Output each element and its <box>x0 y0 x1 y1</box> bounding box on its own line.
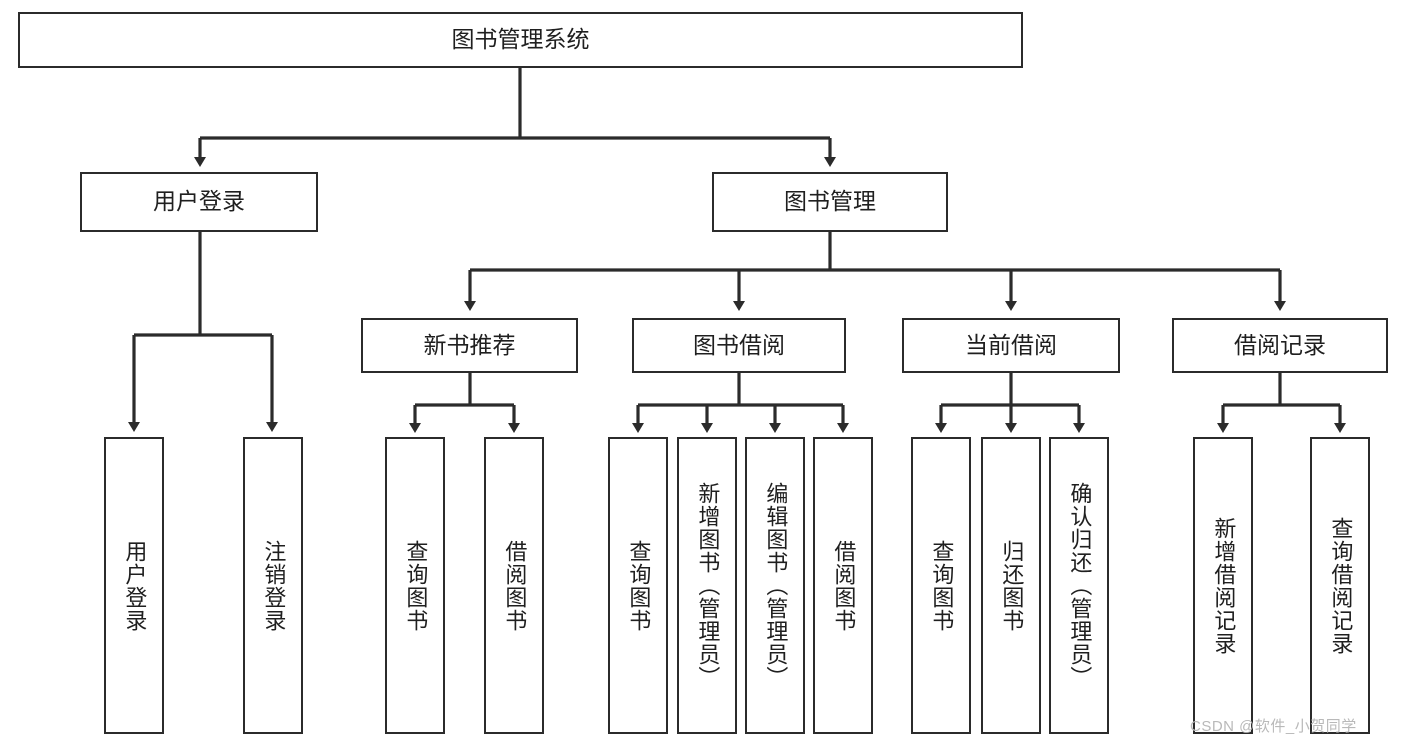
csdn-watermark: CSDN @软件_小贺同学 <box>1190 718 1357 735</box>
node-leaf-edit-book-label: 编辑图书（管理员） <box>763 482 789 689</box>
node-leaf-query-book-3[interactable]: 查询图书 <box>911 437 971 734</box>
node-root-label: 图书管理系统 <box>451 26 590 53</box>
node-leaf-user-logout-label: 注销登录 <box>261 539 287 632</box>
node-leaf-query-book-2-label: 查询图书 <box>626 539 652 632</box>
node-borrow-record[interactable]: 借阅记录 <box>1172 318 1388 373</box>
node-borrow-record-label: 借阅记录 <box>1234 331 1326 358</box>
node-current-borrow-label: 当前借阅 <box>965 331 1057 358</box>
node-leaf-user-login[interactable]: 用户登录 <box>104 437 164 734</box>
node-leaf-confirm-return-label: 确认归还（管理员） <box>1067 482 1093 689</box>
node-leaf-edit-book[interactable]: 编辑图书（管理员） <box>745 437 805 734</box>
node-leaf-borrow-book-2[interactable]: 借阅图书 <box>813 437 873 734</box>
node-leaf-query-book-1-label: 查询图书 <box>403 539 429 632</box>
node-current-borrow[interactable]: 当前借阅 <box>902 318 1120 373</box>
node-leaf-add-record[interactable]: 新增借阅记录 <box>1193 437 1253 734</box>
node-leaf-borrow-book-2-label: 借阅图书 <box>831 539 857 632</box>
node-book-borrow-label: 图书借阅 <box>693 331 785 358</box>
node-book-manage-label: 图书管理 <box>784 188 876 215</box>
node-user-login[interactable]: 用户登录 <box>80 172 318 232</box>
node-leaf-query-book-2[interactable]: 查询图书 <box>608 437 668 734</box>
node-leaf-borrow-book-1[interactable]: 借阅图书 <box>484 437 544 734</box>
node-leaf-user-logout[interactable]: 注销登录 <box>243 437 303 734</box>
node-leaf-query-book-3-label: 查询图书 <box>929 539 955 632</box>
node-leaf-query-book-1[interactable]: 查询图书 <box>385 437 445 734</box>
node-leaf-query-record[interactable]: 查询借阅记录 <box>1310 437 1370 734</box>
node-leaf-query-record-label: 查询借阅记录 <box>1328 516 1354 655</box>
node-leaf-confirm-return[interactable]: 确认归还（管理员） <box>1049 437 1109 734</box>
node-book-manage[interactable]: 图书管理 <box>712 172 948 232</box>
node-new-book-recommend-label: 新书推荐 <box>423 331 516 358</box>
node-leaf-user-login-label: 用户登录 <box>122 539 148 632</box>
node-leaf-add-record-label: 新增借阅记录 <box>1211 516 1237 655</box>
node-leaf-add-book[interactable]: 新增图书（管理员） <box>677 437 737 734</box>
node-leaf-borrow-book-1-label: 借阅图书 <box>502 539 528 632</box>
node-user-login-label: 用户登录 <box>153 188 245 215</box>
node-leaf-return-book-label: 归还图书 <box>999 539 1025 632</box>
node-new-book-recommend[interactable]: 新书推荐 <box>361 318 578 373</box>
node-root[interactable]: 图书管理系统 <box>18 12 1023 68</box>
node-leaf-add-book-label: 新增图书（管理员） <box>695 482 721 689</box>
node-leaf-return-book[interactable]: 归还图书 <box>981 437 1041 734</box>
node-book-borrow[interactable]: 图书借阅 <box>632 318 846 373</box>
